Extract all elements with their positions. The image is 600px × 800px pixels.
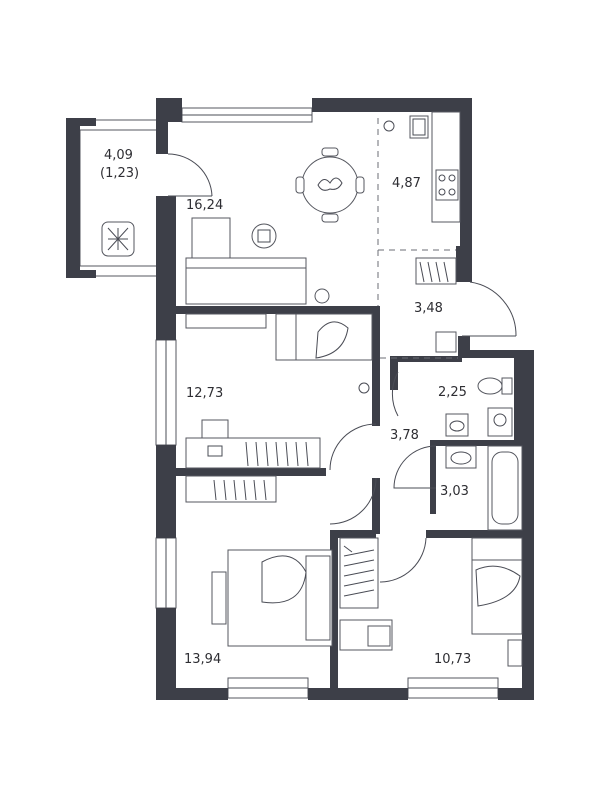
corridor-area: 3,78 — [390, 428, 419, 443]
kitchen-furniture — [383, 111, 461, 223]
hall-top-area: 3,48 — [414, 301, 443, 316]
bathroom-area: 3,03 — [440, 484, 469, 499]
living-furniture — [185, 147, 365, 305]
wc-area: 2,25 — [438, 385, 467, 400]
balcony-area-reduced: (1,23) — [100, 166, 140, 181]
kitchen-area: 4,87 — [392, 176, 421, 191]
bedroom2-furniture — [185, 475, 333, 647]
doors — [167, 153, 517, 583]
balcony-furniture — [101, 221, 135, 257]
walls — [66, 98, 534, 700]
wc-fixtures — [445, 377, 513, 437]
hall-wardrobe — [415, 257, 457, 353]
living-room-area: 16,24 — [186, 198, 224, 213]
bedroom1-furniture — [185, 313, 373, 469]
bedroom3-furniture — [339, 537, 523, 667]
bedroom2-area: 13,94 — [184, 652, 222, 667]
bathroom-fixtures — [445, 445, 523, 531]
bedroom1-area: 12,73 — [186, 386, 224, 401]
zone-dividers — [377, 118, 458, 359]
bedroom3-area: 10,73 — [434, 652, 472, 667]
balcony-area: 4,09 — [104, 148, 133, 163]
